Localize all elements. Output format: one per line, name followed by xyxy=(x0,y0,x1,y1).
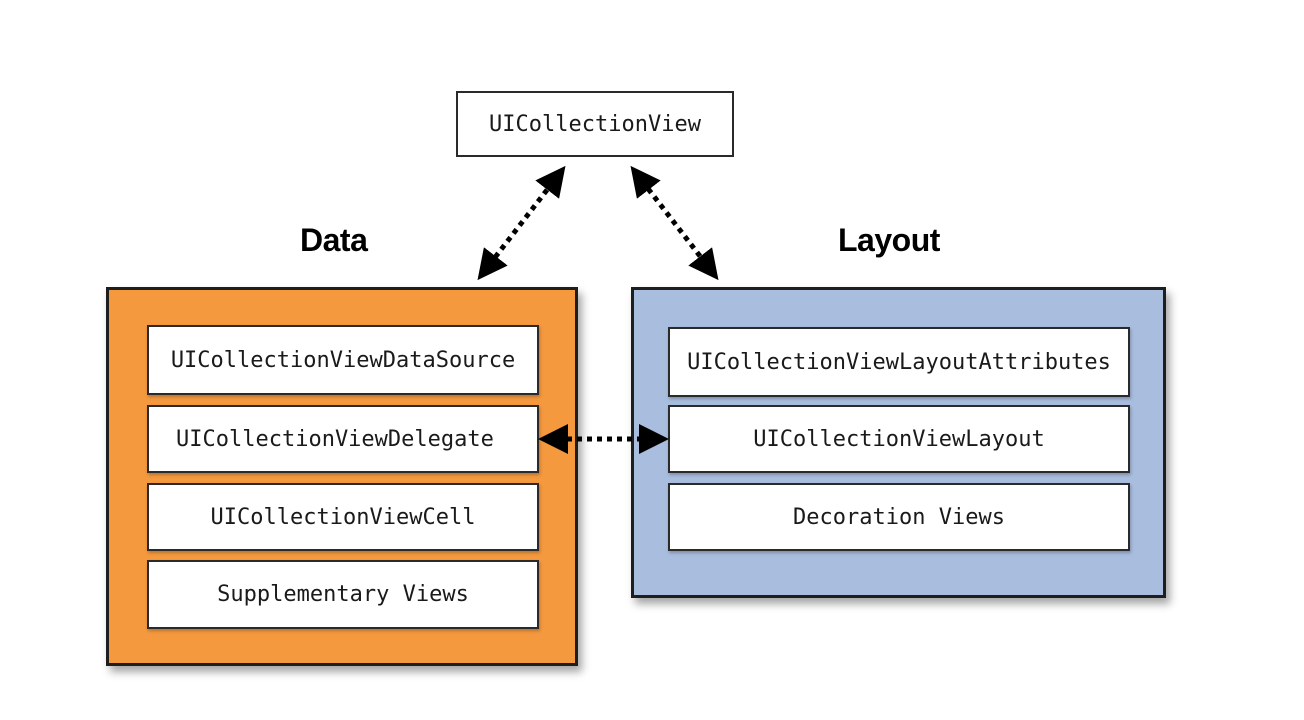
layout-item-attributes: UICollectionViewLayoutAttributes xyxy=(668,327,1130,397)
layout-panel: UICollectionViewLayoutAttributes UIColle… xyxy=(631,287,1166,598)
data-section-title: Data xyxy=(300,222,368,258)
data-item-delegate: UICollectionViewDelegate xyxy=(147,405,539,473)
uicollectionview-label: UICollectionView xyxy=(489,111,701,137)
data-item-cell: UICollectionViewCell xyxy=(147,483,539,551)
layout-section-title: Layout xyxy=(838,222,940,258)
uicollectionview-node: UICollectionView xyxy=(456,91,734,157)
data-item-datasource: UICollectionViewDataSource xyxy=(147,325,539,395)
data-panel: UICollectionViewDataSource UICollectionV… xyxy=(106,287,578,666)
arrow-data-to-collectionview xyxy=(477,165,566,281)
data-item-supplementary-views: Supplementary Views xyxy=(147,560,539,629)
layout-item-decoration-views: Decoration Views xyxy=(668,483,1130,551)
arrow-collectionview-to-layout xyxy=(630,165,719,281)
layout-item-layout: UICollectionViewLayout xyxy=(668,405,1130,473)
